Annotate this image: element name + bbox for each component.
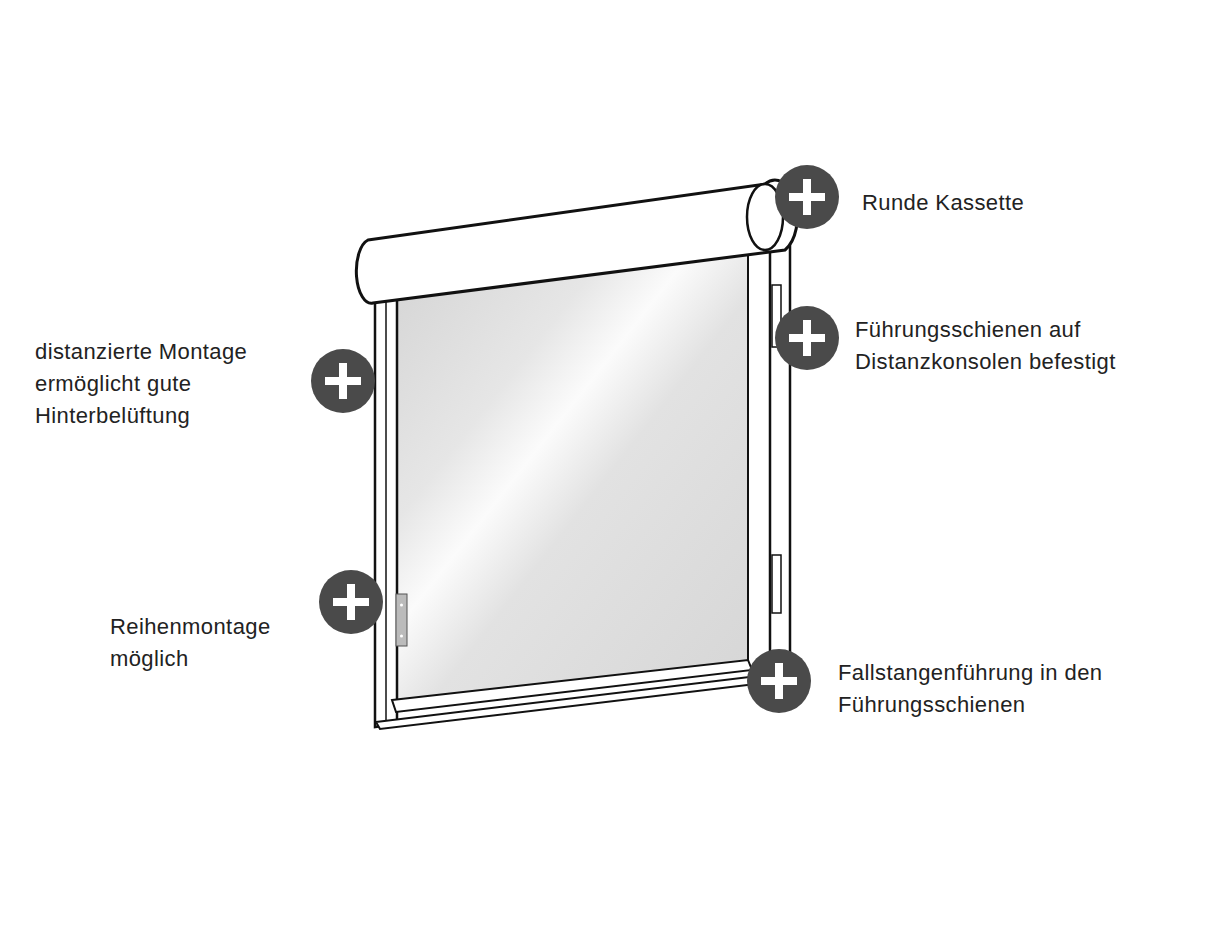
plus-marker — [311, 349, 375, 413]
plus-circle — [747, 649, 811, 713]
connector-screw — [400, 635, 403, 638]
plus-bar — [803, 179, 811, 215]
plus-bar — [775, 663, 783, 699]
plus-circle — [775, 306, 839, 370]
callout-label: Runde Kassette — [862, 187, 1162, 219]
callout-label: Fallstangenführung in den Führungsschien… — [838, 657, 1198, 721]
plus-marker — [775, 306, 839, 370]
row-mounting-connector — [396, 594, 407, 646]
distance-bracket — [772, 555, 781, 613]
plus-bar — [339, 363, 347, 399]
plus-marker — [775, 165, 839, 229]
bottom-rail — [376, 672, 790, 729]
callout-label: distanzierte Montage ermöglicht gute Hin… — [35, 336, 307, 432]
plus-circle — [775, 165, 839, 229]
plus-marker — [319, 570, 383, 634]
right-rail-inner-edge — [747, 252, 749, 665]
right-guide-rail — [770, 244, 790, 678]
plus-circle — [311, 349, 375, 413]
round-cassette — [356, 180, 797, 303]
left-rail-groove — [385, 300, 387, 725]
plus-bar — [347, 584, 355, 620]
blind-fabric — [397, 252, 748, 700]
callout-label: Führungsschienen auf Distanzkonsolen bef… — [855, 314, 1205, 378]
left-guide-rail — [375, 297, 397, 727]
connector-screw — [400, 604, 403, 607]
callout-label: Reihenmontage möglich — [110, 611, 315, 675]
plus-marker — [747, 649, 811, 713]
plus-circle — [319, 570, 383, 634]
plus-bar — [803, 320, 811, 356]
